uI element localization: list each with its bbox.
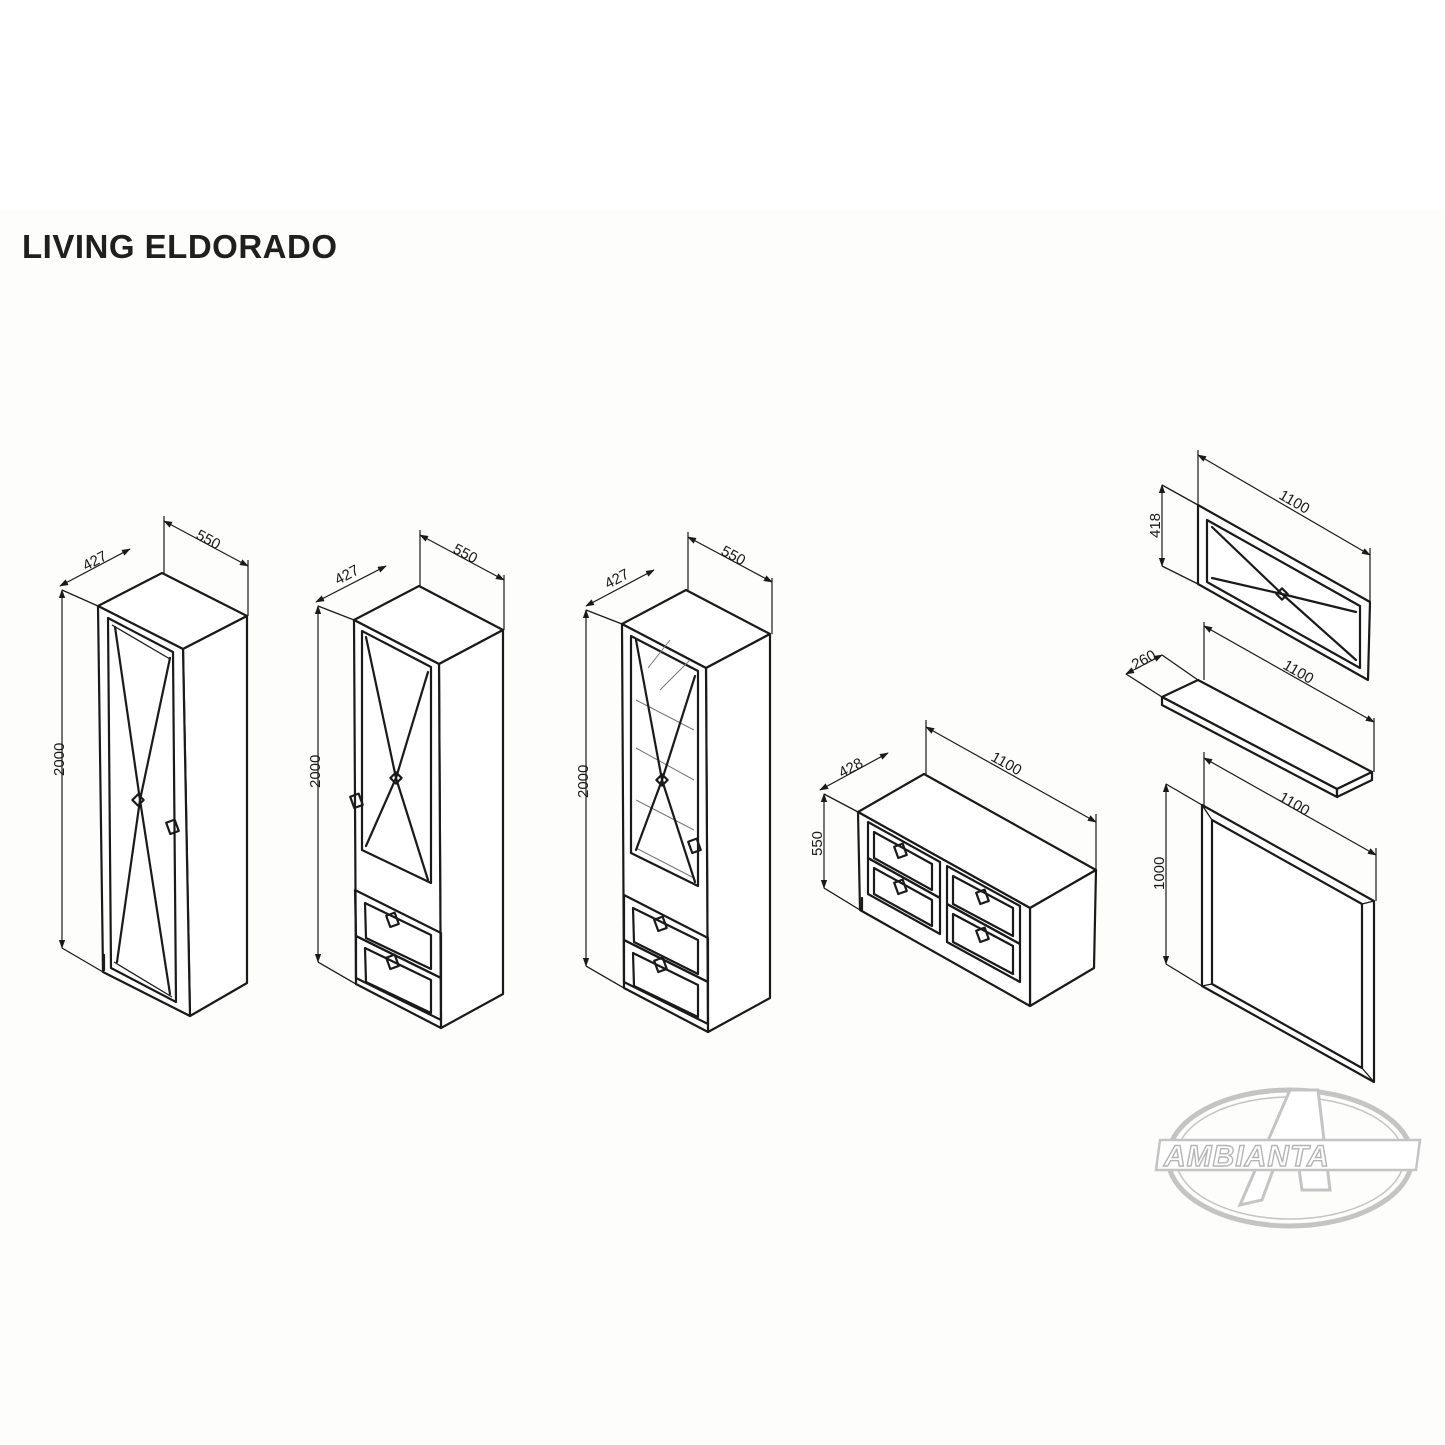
chest-height-label: 550 [809,831,826,856]
cabinet-1-width-label: 550 [193,527,223,554]
cabinet-3-depth-label: 427 [602,566,632,593]
cabinet-1-depth-label: 427 [80,548,110,575]
logo-text: AMBIANTA [1163,1140,1330,1173]
cabinet-2-depth-label: 427 [332,562,362,589]
chest-of-drawers [856,772,1098,1008]
cabinet-3-width-label: 550 [718,543,748,570]
cabinet-2-width-label: 550 [450,541,480,568]
cabinet-2-height-label: 2000 [307,755,324,788]
page-title: LIVING ELDORADO [22,228,338,265]
panel-width-label: 1100 [1276,487,1312,518]
mirror-height-label: 1000 [1151,857,1168,890]
ambianta-logo: AMBIANTA [1154,1087,1422,1229]
showcase-glass-drawers [620,588,772,1034]
wall-panel [1196,503,1372,682]
cabinet-single-door [96,571,249,1018]
chest-width-label: 1100 [988,749,1024,780]
shelf-width-label: 1100 [1280,657,1316,688]
cabinet-3-height-label: 2000 [575,765,592,798]
cabinet-1-height-label: 2000 [51,743,68,776]
chest-depth-label: 428 [836,755,866,782]
mirror-width-label: 1100 [1276,789,1312,820]
cabinet-door-drawers [349,584,505,1030]
dimension-lines [58,450,1377,989]
wall-shelf [1160,678,1374,799]
mirror [1200,803,1376,1084]
panel-height-label: 418 [1147,513,1164,538]
